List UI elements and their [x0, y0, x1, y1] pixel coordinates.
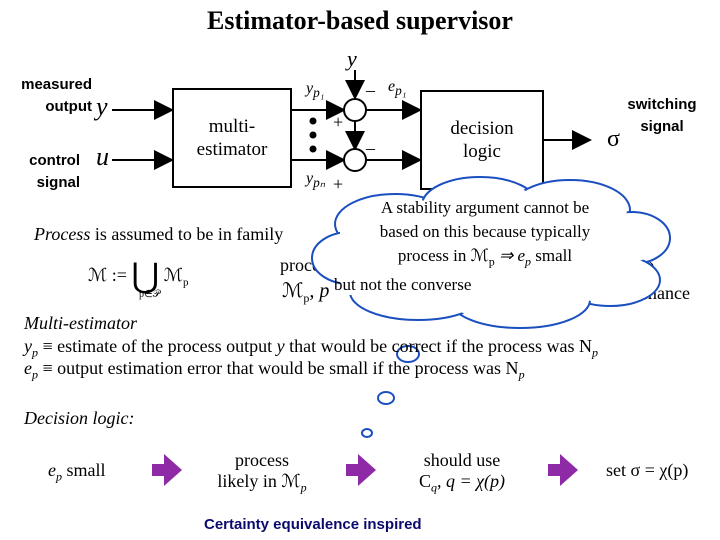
- u-input-symbol: u: [96, 142, 109, 171]
- flow-step-set-sigma: set σ = χ(p): [606, 460, 689, 480]
- ypn-label: ypₙ: [306, 170, 326, 191]
- ep1-label: ep₁: [388, 78, 407, 99]
- ellipsis-dot: [309, 117, 317, 125]
- y-input-symbol: y: [96, 92, 108, 121]
- measured-output-label: measured output: [21, 76, 92, 115]
- ep-definition: ep ≡ output estimation error that would …: [24, 358, 525, 382]
- flow-arrow-icon: [346, 454, 376, 486]
- multi-estimator-block: multi-estimator: [172, 88, 292, 188]
- multi-estimator-heading: Multi-estimator: [24, 313, 137, 333]
- plus-sign-n: +: [333, 174, 344, 194]
- yp-definition: yp ≡ estimate of the process output y th…: [24, 336, 599, 360]
- partial-text-mp: ℳp, p: [282, 280, 330, 305]
- plus-sign-1: +: [333, 112, 344, 132]
- family-definition: ℳ := ⋃ ℳp: [88, 258, 189, 295]
- partial-text-process: proce: [280, 255, 320, 275]
- process-assumption: Process is assumed to be in family: [34, 224, 284, 244]
- y-top-symbol: y: [347, 46, 357, 71]
- footer-note: Certainty equivalence inspired: [204, 516, 422, 533]
- ellipsis-dot: [309, 145, 317, 153]
- flow-arrow-icon: [152, 454, 182, 486]
- minus-sign-1: –: [366, 80, 375, 100]
- control-signal-label: control signal: [29, 152, 80, 191]
- slide-title: Estimator-based supervisor: [207, 6, 513, 35]
- decision-logic-heading: Decision logic:: [24, 408, 135, 428]
- ellipsis-dot: [309, 131, 317, 139]
- flow-step-process-likely: process likely in ℳp: [217, 450, 307, 495]
- switching-signal-label: switching signal: [627, 96, 697, 135]
- family-union-index: p∈𝒫: [139, 289, 160, 300]
- flow-step-ep-small: ep small: [48, 460, 106, 484]
- sigma-symbol: σ: [607, 126, 620, 152]
- flow-arrow-icon: [548, 454, 578, 486]
- cloud-text: A stability argument cannot be based on …: [334, 198, 591, 295]
- yp1-label: yp₁: [306, 80, 325, 101]
- minus-sign-n: –: [366, 138, 375, 158]
- flow-step-should-use: should use Cq, q = χ(p): [418, 450, 506, 495]
